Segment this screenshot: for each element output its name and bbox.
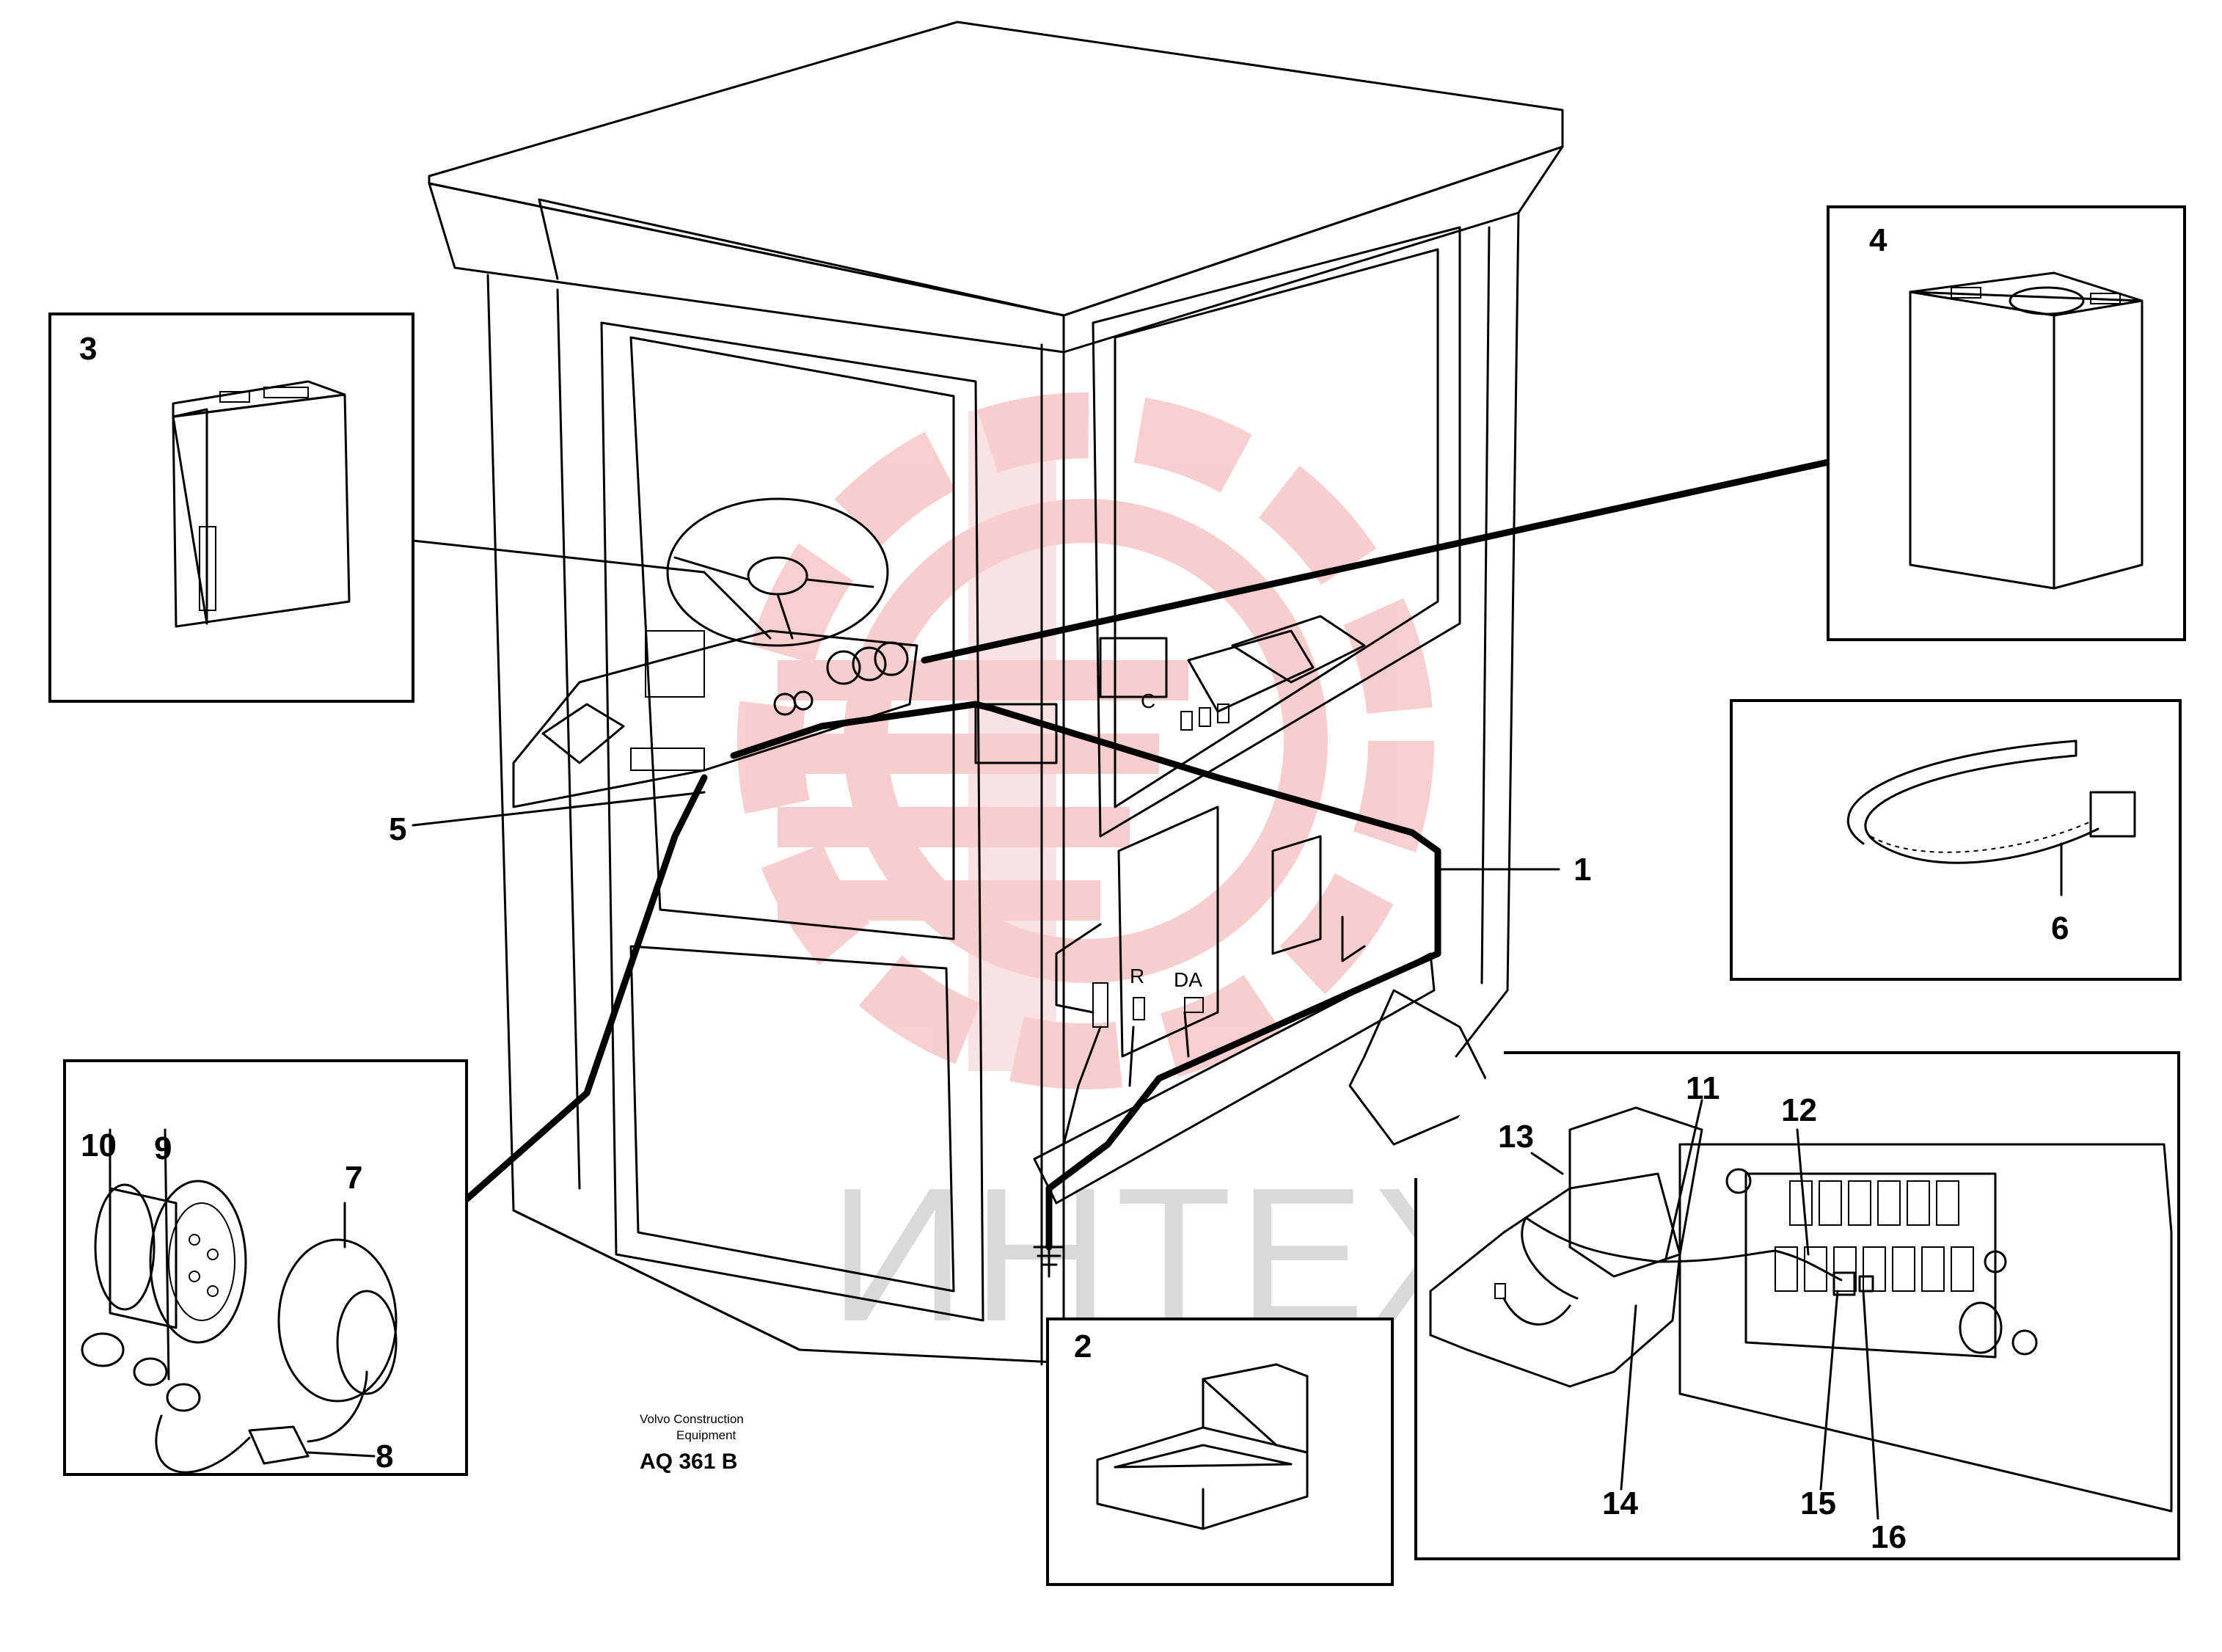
fuse-board: R DA bbox=[1092, 805, 1322, 1058]
detail-panel-4: 4 bbox=[1827, 205, 2186, 641]
cab-outline bbox=[428, 21, 1564, 1366]
callout-12: 12 bbox=[1781, 1092, 1817, 1128]
callout-5: 5 bbox=[389, 811, 406, 847]
detail-panel-instrument: 11 12 13 14 15 16 bbox=[1414, 1051, 2180, 1560]
main-harness bbox=[458, 701, 1441, 1278]
callout-6: 6 bbox=[2051, 910, 2069, 946]
drawing-reference: AQ 361 B bbox=[640, 1450, 737, 1474]
panel-letter-da: DA bbox=[1174, 968, 1202, 991]
panel-letter-c: C bbox=[1141, 690, 1155, 712]
caption-line-2: Equipment bbox=[676, 1428, 737, 1442]
callout-7: 7 bbox=[345, 1160, 362, 1196]
callout-3: 3 bbox=[79, 331, 97, 367]
callout-13: 13 bbox=[1498, 1119, 1534, 1155]
detail-panel-2: 2 bbox=[1046, 1317, 1394, 1586]
callout-15: 15 bbox=[1800, 1485, 1836, 1521]
dashboard: C bbox=[512, 497, 1366, 808]
callout-1: 1 bbox=[1574, 852, 1591, 888]
callout-14: 14 bbox=[1602, 1485, 1638, 1521]
caption-line-1: Volvo Construction bbox=[640, 1412, 744, 1426]
panel-letter-r: R bbox=[1130, 965, 1144, 987]
leader-lines bbox=[412, 458, 1832, 871]
detail-panel-6: 6 bbox=[1730, 699, 2182, 981]
callout-2: 2 bbox=[1074, 1328, 1092, 1364]
watermark-gear-logo bbox=[737, 392, 1434, 1089]
callout-8: 8 bbox=[376, 1439, 393, 1474]
detail-panel-connector: 10 9 7 8 bbox=[63, 1059, 468, 1476]
callout-9: 9 bbox=[154, 1130, 172, 1166]
detail-panel-3: 3 bbox=[48, 313, 414, 703]
callout-10: 10 bbox=[81, 1127, 117, 1163]
callout-4: 4 bbox=[1869, 222, 1887, 258]
callout-16: 16 bbox=[1871, 1519, 1907, 1555]
